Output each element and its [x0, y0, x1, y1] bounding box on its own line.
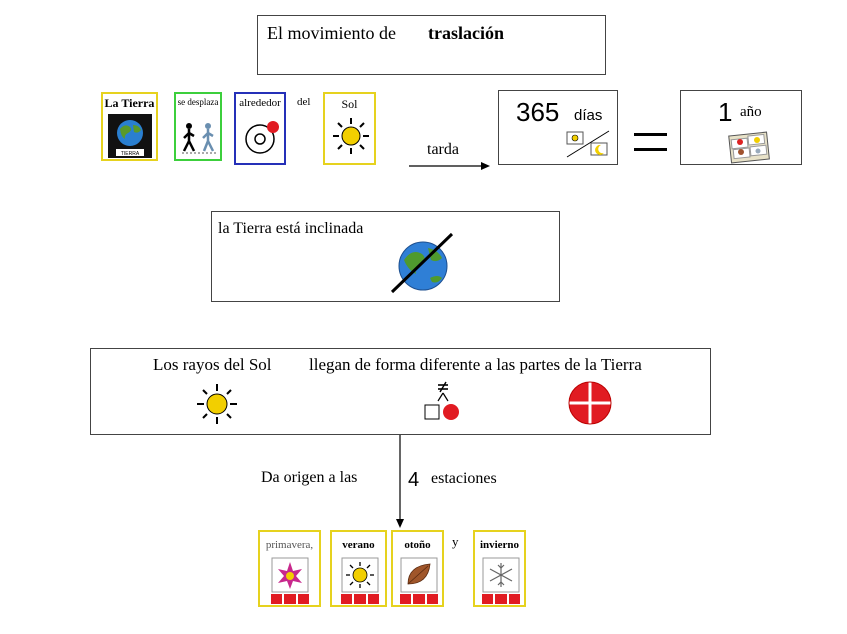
days-number: 365 — [516, 97, 560, 127]
divided-circle-icon — [567, 380, 613, 426]
sun-icon — [331, 116, 371, 156]
leaf-icon — [400, 557, 438, 593]
season-otono: otoño — [391, 530, 444, 607]
rays-text-a: Los rayos del Sol — [153, 355, 272, 374]
origin-text: Da origen a las — [261, 469, 358, 486]
calendar-icon — [728, 130, 772, 164]
year-box: 1 año — [680, 90, 802, 165]
origin-word: estaciones — [431, 470, 497, 487]
season-label: primavera, — [265, 539, 314, 551]
sun-icon — [341, 557, 379, 593]
days-unit: días — [574, 107, 603, 124]
title-box: El movimiento de traslación — [257, 15, 606, 75]
origin-arrow — [394, 435, 406, 529]
season-label: otoño — [404, 539, 431, 551]
picto-label: alrededor — [239, 97, 281, 109]
equals-sign: = — [634, 133, 667, 154]
picto-la-tierra: La Tierra TIERRA — [101, 92, 158, 161]
season-label: verano — [342, 539, 375, 551]
picto-se-desplaza: se desplaza — [174, 92, 222, 161]
conjunction-y: y — [452, 534, 459, 549]
earth-icon: TIERRA — [108, 114, 152, 158]
walking-people-icon — [178, 118, 220, 156]
rays-text-b: llegan de forma diferente a las partes d… — [309, 355, 642, 374]
title-bold: traslación — [428, 23, 504, 43]
year-number: 1 — [718, 97, 733, 127]
season-bar — [341, 594, 379, 604]
season-label: invierno — [479, 539, 520, 551]
picto-label: se desplaza — [177, 97, 219, 107]
days-box: 365 días — [498, 90, 618, 165]
tarda-arrow — [409, 160, 491, 172]
season-primavera: primavera, — [258, 530, 321, 607]
different-icon — [422, 381, 462, 425]
title-prefix: El movimiento de — [267, 23, 396, 43]
picto-label: La Tierra — [104, 96, 155, 110]
season-bar — [482, 594, 520, 604]
earth-sublabel: TIERRA — [121, 151, 140, 157]
tilted-earth-icon — [390, 230, 456, 296]
picto-sol: Sol — [323, 92, 376, 165]
flower-icon — [271, 557, 309, 593]
picto-del: del — [297, 96, 311, 108]
season-bar — [271, 594, 309, 604]
picto-alrededor: alrededor — [234, 92, 286, 165]
rays-box: Los rayos del Sol llegan de forma difere… — [90, 348, 711, 435]
day-night-icon — [565, 130, 611, 158]
sun-icon — [195, 382, 239, 426]
year-unit: año — [740, 104, 762, 120]
inclined-text: la Tierra está inclinada — [218, 220, 364, 237]
tarda-label: tarda — [427, 141, 459, 158]
orbit-icon — [240, 114, 284, 160]
season-bar — [400, 594, 438, 604]
picto-label: Sol — [341, 97, 358, 111]
snowflake-icon — [482, 557, 520, 593]
season-invierno: invierno — [473, 530, 526, 607]
season-verano: verano — [330, 530, 387, 607]
origin-number: 4 — [408, 469, 420, 491]
inclined-box: la Tierra está inclinada — [211, 211, 560, 302]
